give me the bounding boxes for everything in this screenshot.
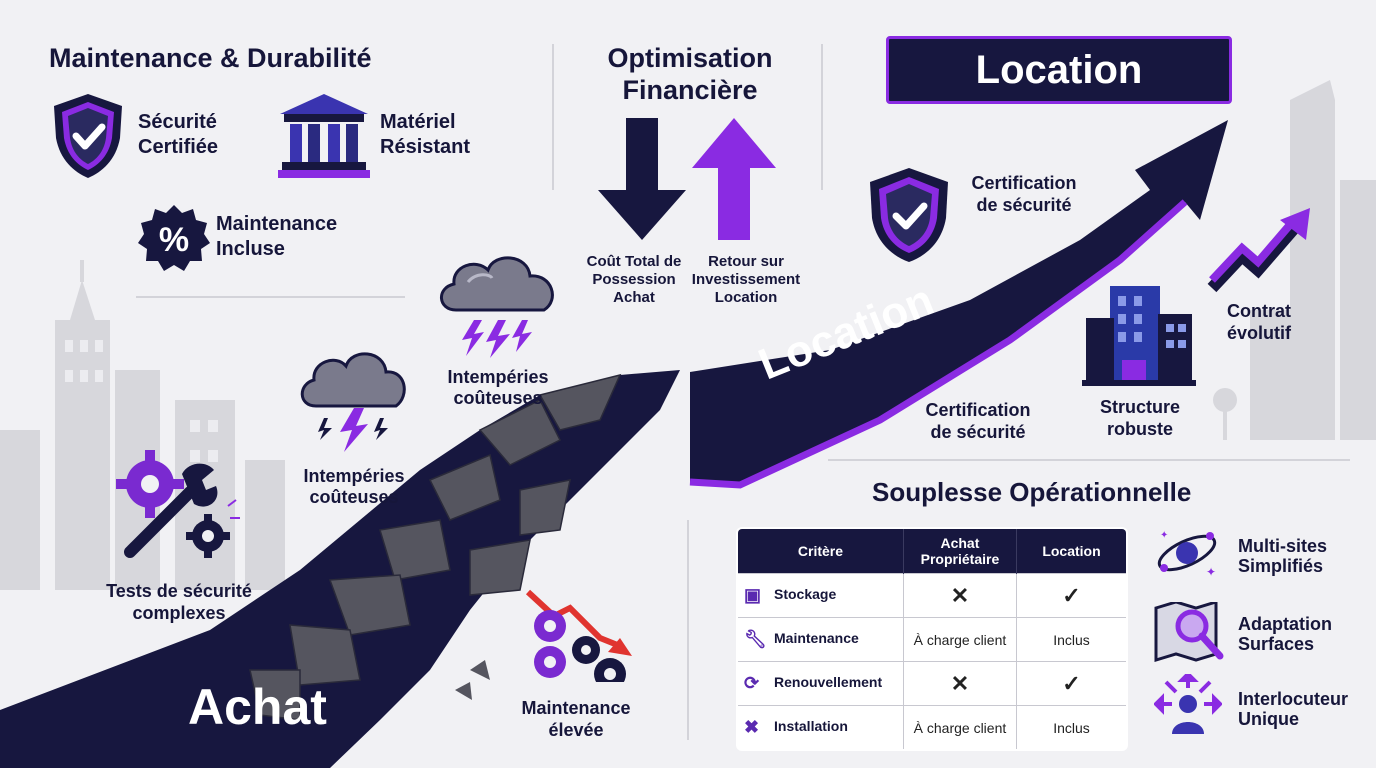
svg-text:✦: ✦: [1160, 530, 1168, 541]
row-location: ✓: [1016, 573, 1126, 618]
storm-cloud-icon-2: [300, 352, 406, 452]
person-arrows-icon: [1154, 674, 1222, 734]
table-row: ⟳ Renouvellement ✕ ✓: [738, 661, 1126, 706]
columns-icon: [278, 94, 370, 178]
down-arrow-icon: [598, 118, 686, 240]
row-achat: À charge client: [903, 617, 1017, 662]
structure-robuste-label: Structure robuste: [1099, 397, 1180, 439]
wrench-icon: 🔧︎: [744, 629, 767, 649]
tools-icon: ✖: [744, 717, 760, 737]
row-achat: ✕: [903, 661, 1017, 706]
row-location: Inclus: [1016, 705, 1126, 749]
table-row: ▣ Stockage ✕ ✓: [738, 573, 1126, 618]
retour-investissement-label: Retour sur Investissement Location: [691, 253, 801, 306]
row-critere: Installation: [774, 718, 848, 735]
location-rising-arrow-illustration: [689, 120, 1228, 489]
row-location: ✓: [1016, 661, 1126, 706]
trend-up-icon: [1207, 208, 1310, 293]
percent-badge-icon: %: [138, 205, 210, 271]
shield-check-icon-2: [870, 168, 948, 262]
row-achat: ✕: [903, 573, 1017, 618]
svg-text:%: %: [159, 221, 189, 259]
location-header-box: Location: [886, 36, 1232, 104]
header-location: Location: [1016, 529, 1126, 574]
tests-securite-label: Tests de sécurité complexes: [106, 581, 252, 623]
adaptation-label: Adaptation Surfaces: [1238, 614, 1332, 654]
maintenance-incluse-label: Maintenance Incluse: [216, 213, 338, 260]
row-critere: Maintenance: [774, 630, 859, 647]
header-critere: Critère: [738, 529, 904, 574]
optimisation-title: Optimisation Financière: [607, 43, 773, 105]
table-row: 🔧︎ Maintenance À charge client Inclus: [738, 617, 1126, 662]
achat-label: Achat: [188, 679, 327, 735]
securite-certifiee-label: Sécurité Certifiée: [138, 111, 219, 158]
row-achat: À charge client: [903, 705, 1017, 749]
city-skyline-left-illustration: [0, 260, 285, 590]
header-achat: Achat Propriétaire: [903, 529, 1017, 574]
up-arrow-icon: [692, 118, 776, 240]
materiel-resistant-label: Matériel Résistant: [380, 111, 471, 158]
multisites-label: Multi-sites Simplifiés: [1238, 536, 1328, 576]
storm-cloud-icon: [440, 256, 554, 358]
gears-wrench-icon: [116, 450, 240, 558]
certification-label-1: Certification de sécurité: [971, 173, 1077, 215]
city-skyline-right-illustration: [1213, 80, 1376, 440]
row-critere: Renouvellement: [774, 674, 883, 691]
shield-check-icon: [54, 94, 122, 178]
table-header-row: Critère Achat Propriétaire Location: [738, 529, 1126, 574]
map-search-icon: [1154, 602, 1224, 662]
gears-down-trend-icon: [525, 589, 632, 682]
intemperies-label-2: Intempéries coûteuses: [303, 466, 405, 507]
maintenance-elevee-label: Maintenance élevée: [521, 698, 631, 740]
refresh-icon: ⟳: [744, 673, 760, 693]
row-critere: Stockage: [774, 586, 837, 603]
maintenance-title: Maintenance & Durabilité: [49, 43, 372, 73]
box-icon: ▣: [744, 585, 762, 605]
orbit-icon: ✦✦: [1157, 530, 1217, 579]
contrat-evolutif-label: Contrat évolutif: [1226, 301, 1291, 343]
achat-crumbling-path-illustration: [0, 370, 680, 768]
interlocuteur-label: Interlocuteur Unique: [1238, 689, 1349, 729]
intemperies-label-1: Intempéries coûteuses: [447, 367, 549, 408]
table-row: ✖ Installation À charge client Inclus: [738, 705, 1126, 749]
comparison-table: Critère Achat Propriétaire Location ▣ Sto…: [736, 527, 1128, 751]
building-icon: [1082, 286, 1196, 386]
row-location: Inclus: [1016, 617, 1126, 662]
souplesse-title: Souplesse Opérationnelle: [872, 477, 1192, 507]
certification-label-2: Certification de sécurité: [925, 400, 1031, 442]
cout-total-label: Coût Total de Possession Achat: [586, 253, 682, 306]
svg-text:✦: ✦: [1206, 565, 1216, 579]
